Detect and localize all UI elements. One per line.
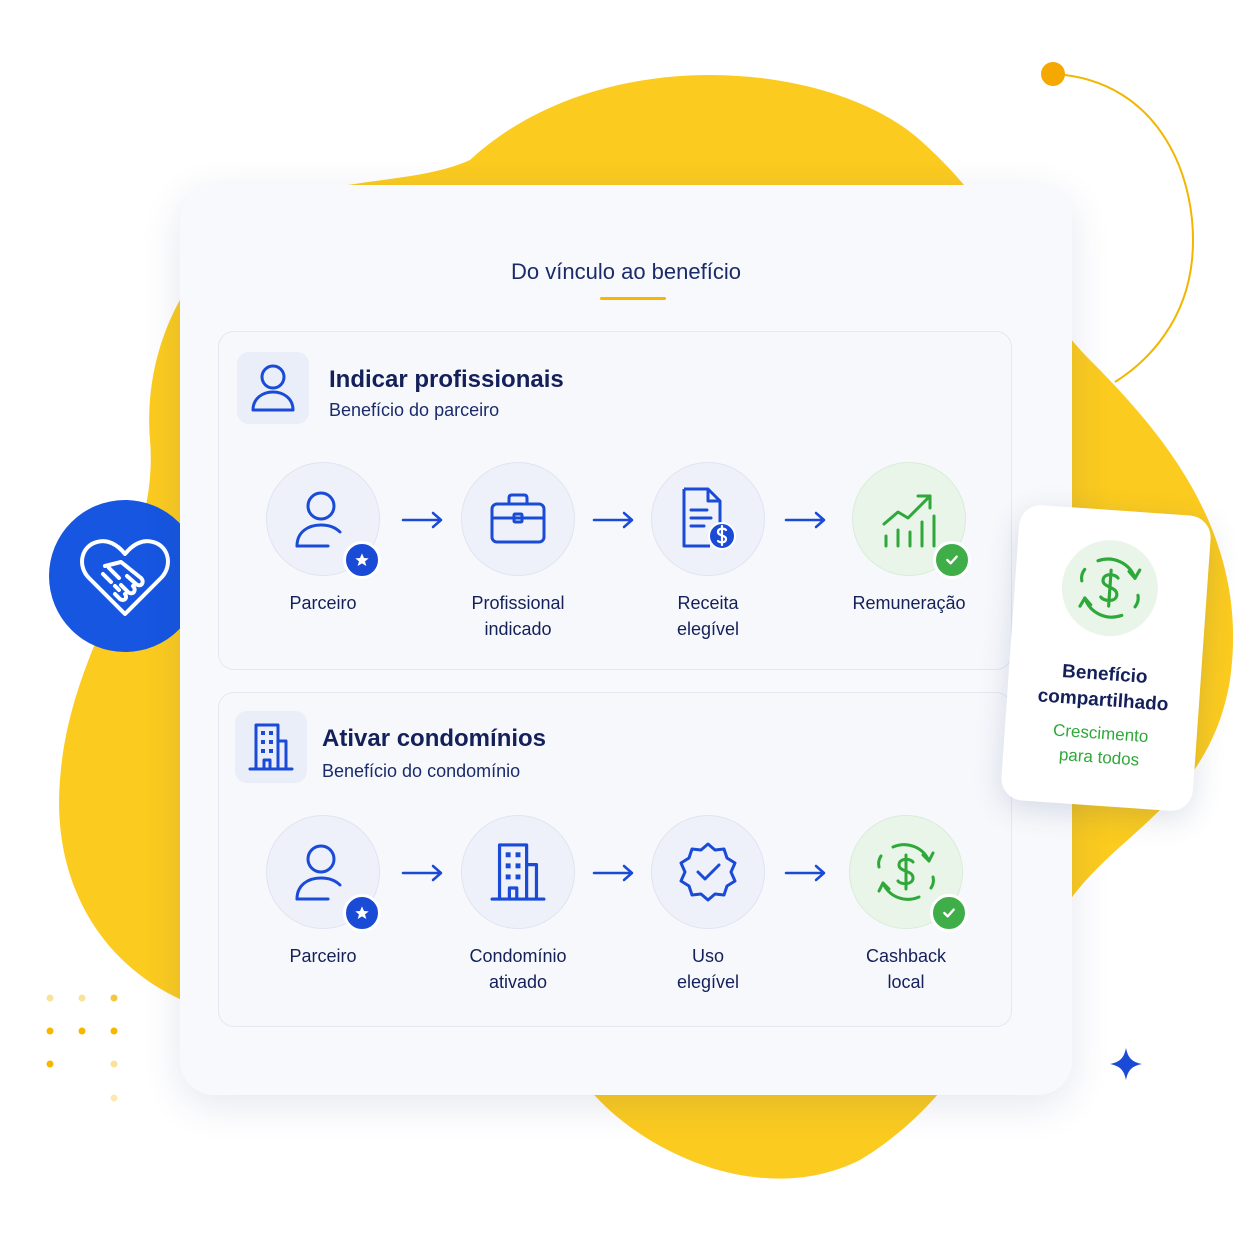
step-label-line1: Parceiro bbox=[289, 593, 357, 613]
cashback-icon bbox=[877, 843, 935, 901]
side-card-title: Benefício compartilhado bbox=[1006, 655, 1201, 720]
step-label-line1: Receita bbox=[677, 593, 739, 613]
step-label-line1: Condomínio bbox=[469, 946, 567, 966]
side-icon-circle bbox=[1058, 536, 1162, 640]
section-icon-box bbox=[235, 711, 307, 783]
arrow-right-icon bbox=[784, 511, 826, 529]
step-label: Parceiro bbox=[223, 590, 423, 616]
orbit-line bbox=[1053, 73, 1194, 383]
title-underline bbox=[600, 297, 666, 300]
building-icon bbox=[248, 723, 294, 771]
cashback-icon bbox=[1078, 557, 1142, 619]
check-icon bbox=[946, 555, 958, 565]
main-card: Do vínculo ao benefício Indicar profissi… bbox=[180, 185, 1072, 1095]
handshake-heart-icon bbox=[80, 539, 170, 616]
step-label-line2: elegível bbox=[676, 619, 740, 639]
check-badge bbox=[930, 894, 968, 932]
step-label: Remuneração bbox=[809, 590, 1009, 616]
step-icon-circle bbox=[651, 815, 765, 929]
step-label: Uso elegível bbox=[608, 943, 808, 995]
section-icon-box bbox=[237, 352, 309, 424]
section-subtitle: Benefício do condomínio bbox=[322, 761, 521, 781]
side-card-subtitle: Crescimento para todos bbox=[1002, 715, 1197, 776]
step-condominio-ativado: Condomínio ativado bbox=[418, 815, 618, 1005]
sparkle-icon bbox=[1110, 1048, 1142, 1080]
check-icon bbox=[943, 908, 955, 918]
step-label: Receita elegível bbox=[608, 590, 808, 642]
step-label: Profissional indicado bbox=[418, 590, 618, 642]
step-label-line2: ativado bbox=[488, 972, 548, 992]
shared-benefit-card: Benefício compartilhado Crescimento para… bbox=[999, 503, 1213, 813]
arrow-right-icon bbox=[592, 511, 634, 529]
section-ativar-condominios: Ativar condomínios Benefício do condomín… bbox=[218, 692, 1012, 1027]
handshake-badge bbox=[49, 500, 201, 652]
check-badge bbox=[933, 541, 971, 579]
verified-badge-icon bbox=[679, 842, 737, 902]
briefcase-icon bbox=[490, 493, 546, 544]
step-label-line2: elegível bbox=[676, 972, 740, 992]
invoice-dollar-icon bbox=[682, 487, 736, 550]
arrow-right-icon bbox=[784, 864, 826, 882]
step-uso-elegivel: Uso elegível bbox=[608, 815, 808, 1005]
section-title: Indicar profissionais bbox=[329, 366, 564, 393]
step-icon-circle bbox=[651, 462, 765, 576]
person-star-icon bbox=[295, 491, 342, 548]
step-cashback-local: Cashback local bbox=[806, 815, 1006, 1005]
step-icon-circle bbox=[461, 815, 575, 929]
step-parceiro: Parceiro bbox=[223, 815, 423, 1005]
person-star-icon bbox=[295, 844, 342, 901]
step-label-line1: Uso bbox=[691, 946, 724, 966]
step-icon-circle bbox=[849, 815, 968, 932]
step-label-line1: Remuneração bbox=[852, 593, 966, 613]
star-icon bbox=[355, 906, 369, 919]
step-label: Parceiro bbox=[223, 943, 423, 969]
orbit-dot bbox=[1041, 62, 1065, 86]
step-receita-elegivel: Receita elegível bbox=[608, 462, 808, 652]
star-badge bbox=[343, 541, 381, 579]
section-title: Ativar condomínios bbox=[322, 725, 547, 752]
building-icon bbox=[490, 843, 546, 901]
step-icon-circle bbox=[266, 462, 381, 579]
step-label: Condomínio ativado bbox=[418, 943, 618, 995]
step-icon-circle bbox=[266, 815, 381, 932]
step-label-line1: Cashback bbox=[865, 946, 947, 966]
person-icon bbox=[251, 364, 295, 412]
step-remuneracao: Remuneração bbox=[809, 462, 1009, 652]
step-profissional-indicado: Profissional indicado bbox=[418, 462, 618, 652]
step-icon-circle bbox=[852, 462, 971, 579]
step-parceiro: Parceiro bbox=[223, 462, 423, 652]
arrow-right-icon bbox=[401, 511, 443, 529]
star-badge bbox=[343, 894, 381, 932]
step-label: Cashback local bbox=[806, 943, 1006, 995]
star-icon bbox=[355, 553, 369, 566]
growth-chart-icon bbox=[882, 494, 936, 548]
step-label-line1: Parceiro bbox=[289, 946, 357, 966]
card-title: Do vínculo ao benefício bbox=[511, 259, 741, 284]
step-label-line2: local bbox=[887, 972, 925, 992]
section-indicar-profissionais: Indicar profissionais Benefício do parce… bbox=[218, 331, 1012, 670]
dot-grid-decoration bbox=[46, 994, 118, 1102]
step-label-line2: indicado bbox=[484, 619, 552, 639]
arrow-right-icon bbox=[592, 864, 634, 882]
step-label-line1: Profissional bbox=[471, 593, 565, 613]
section-subtitle: Benefício do parceiro bbox=[329, 400, 500, 420]
arrow-right-icon bbox=[401, 864, 443, 882]
step-icon-circle bbox=[461, 462, 575, 576]
